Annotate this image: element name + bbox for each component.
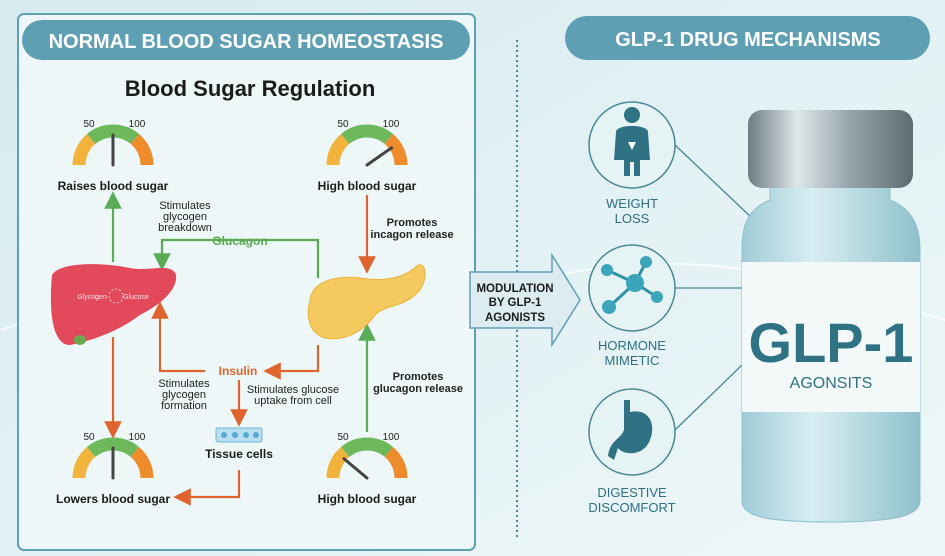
gauge-label: Raises blood sugar (58, 179, 169, 193)
gauge-segment (326, 133, 350, 166)
modulation-line-2: BY GLP-1 (489, 297, 542, 309)
right-header-pill (565, 16, 930, 60)
vial-title: GLP-1 (749, 311, 914, 374)
gauge-needle (365, 146, 394, 167)
weight-loss-line-2: LOSS (615, 211, 650, 226)
note-uptake-2: uptake from cell (254, 395, 332, 407)
gauge-tick-high: 100 (129, 119, 146, 130)
gauge-tick-low: 50 (337, 119, 349, 130)
note-formation-3: formation (161, 400, 207, 412)
gauge-label: High blood sugar (318, 492, 417, 506)
gauge-segment (384, 133, 408, 166)
molecule-icon (601, 256, 663, 314)
tissue-cells-label: Tissue cells (205, 447, 273, 461)
gauge-needle (342, 457, 369, 480)
gauge-tick-low: 50 (337, 432, 349, 443)
note-incagon-1: Promotes (387, 217, 438, 229)
gauge-label: High blood sugar (318, 179, 417, 193)
gauge-segment (340, 124, 394, 145)
pancreas-illustration (307, 264, 426, 340)
note-formation-2: glycogen (162, 389, 206, 401)
gauge-tick-high: 100 (383, 432, 400, 443)
liver-glucose-text: Glucose (123, 294, 149, 301)
note-breakdown-2: glycogen (163, 211, 207, 223)
gauge-tick-high: 100 (383, 119, 400, 130)
mechanism-hormone-mimetic: HORMONE MIMETIC (588, 244, 676, 368)
gauge-label: Lowers blood sugar (56, 492, 170, 506)
digestive-line-1: DIGESTIVE (597, 485, 667, 500)
right-header: GLP-1 DRUG MECHANISMS (615, 29, 881, 51)
gauge-tick-low: 50 (83, 119, 95, 130)
gauge-tick-low: 50 (83, 432, 95, 443)
gauge-segment (130, 446, 154, 479)
digestive-line-2: DISCOMFORT (588, 500, 675, 515)
modulation-line-1: MODULATION (476, 283, 553, 295)
left-header-pill (22, 20, 470, 60)
note-incagon-2: incagon release (370, 229, 453, 241)
hormone-mimetic-line-2: MIMETIC (605, 353, 660, 368)
modulation-line-3: AGONISTS (485, 312, 545, 324)
insulin-label: Insulin (219, 364, 258, 378)
gauge-segment (72, 446, 96, 479)
weight-loss-icon (614, 107, 650, 176)
note-glucagon-release-1: Promotes (393, 371, 444, 383)
stomach-icon (608, 400, 653, 460)
note-glucagon-release-2: glucagon release (373, 383, 463, 395)
note-breakdown-3: breakdown (158, 222, 212, 234)
note-breakdown-1: Stimulates (159, 200, 211, 212)
hormone-mimetic-line-1: HORMONE (598, 338, 666, 353)
glucagon-label: Glucagon (212, 234, 267, 248)
gauge-segment (384, 446, 408, 479)
mechanism-weight-loss: WEIGHT LOSS (588, 101, 676, 226)
note-formation-1: Stimulates (158, 378, 210, 390)
glp1-vial: GLP-1 AGONSITS (741, 110, 921, 523)
liver-illustration: Glycogen Glucose (50, 264, 177, 345)
tissue-cells-icon (215, 427, 263, 443)
gauge-segment (130, 133, 154, 166)
gauge-tick-high: 100 (129, 432, 146, 443)
liver-glycogen-text: Glycogen (77, 294, 107, 301)
gauge-segment (86, 437, 140, 458)
gauge-segment (340, 437, 394, 458)
modulation-arrow: MODULATION BY GLP-1 AGONISTS (469, 252, 581, 348)
gauge-segment (326, 446, 350, 479)
mechanism-digestive-discomfort: DIGESTIVE DISCOMFORT (588, 388, 676, 515)
diagram-title: Blood Sugar Regulation (125, 76, 376, 101)
gauge-segment (86, 124, 140, 145)
vial-subtitle: AGONSITS (790, 375, 873, 392)
weight-loss-line-1: WEIGHT (606, 196, 658, 211)
gauge-segment (72, 133, 96, 166)
note-uptake-1: Stimulates glucose (247, 384, 339, 396)
left-header: NORMAL BLOOD SUGAR HOMEOSTASIS (49, 31, 444, 53)
